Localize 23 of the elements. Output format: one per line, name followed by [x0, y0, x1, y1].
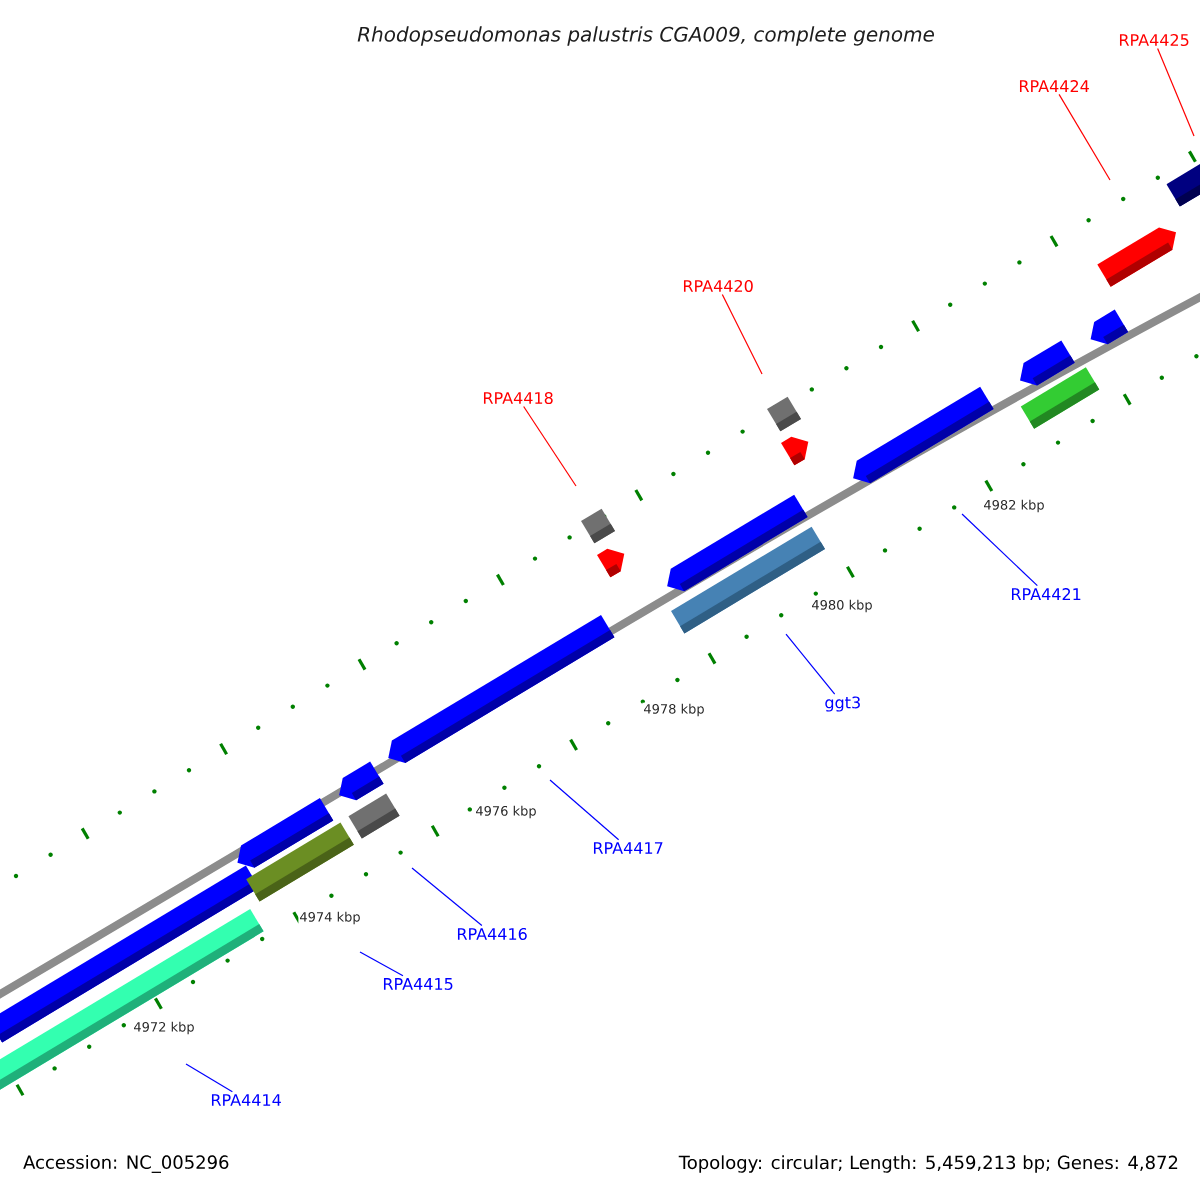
gene-label: RPA4414	[211, 1094, 281, 1106]
leader-line	[523, 405, 577, 487]
gene-label: RPA4424	[1020, 80, 1089, 92]
leader-line	[1058, 93, 1111, 181]
footer-text: Accession: NC_005296	[23, 1155, 229, 1173]
footer-text: Topology: circular; Length: 5,459,213 bp; Genes: 4,872	[678, 1155, 1178, 1173]
leader-line	[721, 293, 763, 375]
gene-label: RPA4420	[684, 279, 753, 293]
gene-label: RPA4417	[593, 842, 663, 854]
leader-line	[185, 1063, 233, 1093]
gene-label: RPA4421	[1012, 588, 1081, 600]
title: Rhodopseudomonas palustris CGA009, complete genome	[357, 26, 934, 46]
gene-label: RPA4418	[483, 391, 553, 405]
leader-line	[411, 867, 483, 927]
gene-label: RPA4416	[457, 927, 527, 941]
gene-label: ggt3	[825, 696, 860, 712]
gene-label: RPA4415	[383, 978, 453, 990]
leader-line	[549, 779, 620, 841]
leader-line	[785, 633, 836, 695]
leader-line	[961, 513, 1038, 587]
gene-label: RPA4425	[1120, 33, 1189, 47]
leader-line	[359, 951, 404, 977]
leader-line	[1157, 47, 1195, 137]
